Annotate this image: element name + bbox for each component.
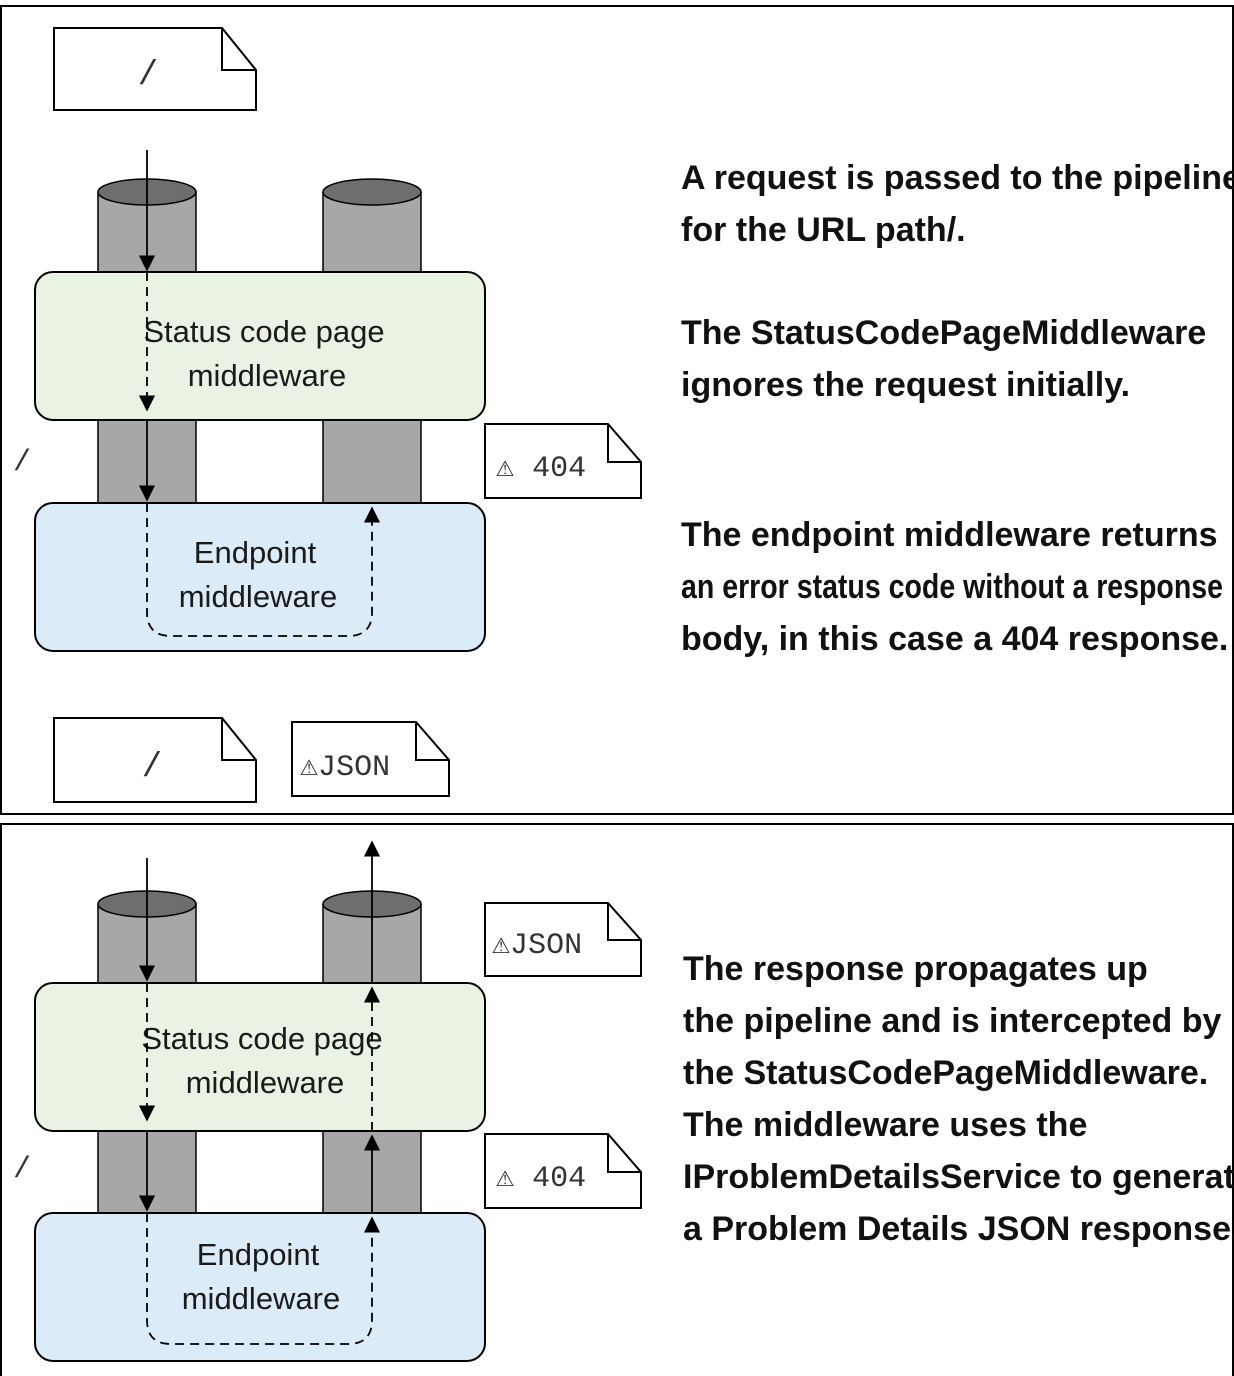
desc-p2-line-1: The response propagates up — [683, 950, 1148, 988]
bottom-request-path: / — [142, 749, 162, 787]
endpoint-middleware-label-line1: Endpoint — [194, 535, 317, 570]
status-middleware-2-label-line1: Status code page — [141, 1021, 382, 1056]
request-document: / — [53, 27, 257, 111]
panel-1-frame — [0, 5, 1234, 815]
bottom-json-document: ⚠JSON — [291, 721, 450, 797]
panel-1-descriptions: A request is passed to the pipeline for … — [681, 159, 1234, 658]
request-flow-arrow — [138, 150, 381, 637]
json-response-document: ⚠JSON — [484, 902, 642, 977]
desc-p2-line-2: the pipeline and is intercepted by — [683, 1002, 1222, 1040]
side-path-label: / — [13, 446, 31, 480]
bottom-request-document: / — [53, 717, 257, 803]
desc-2-line-1: The StatusCodePageMiddleware — [681, 314, 1206, 352]
status-404-label: ⚠ 404 — [496, 452, 586, 486]
desc-3-line-2: an error status code without a response — [681, 568, 1223, 606]
side-path-label-2: / — [13, 1153, 31, 1187]
desc-3-line-3: body, in this case a 404 response. — [681, 620, 1228, 658]
desc-p2-line-4: The middleware uses the — [683, 1106, 1087, 1144]
desc-3-line-1: The endpoint middleware returns — [681, 516, 1218, 554]
endpoint-middleware-box — [34, 502, 486, 652]
desc-p2-line-5: IProblemDetailsService to generate — [683, 1158, 1234, 1196]
status-middleware-2-label-line2: middleware — [186, 1065, 345, 1100]
status-404-document: ⚠ 404 — [484, 423, 642, 499]
desc-p2-line-6: a Problem Details JSON response. — [683, 1210, 1234, 1248]
endpoint-middleware-2-label-line1: Endpoint — [197, 1237, 320, 1272]
desc-1-line-2: for the URL path/. — [681, 211, 966, 249]
desc-p2-line-3: the StatusCodePageMiddleware. — [683, 1054, 1208, 1092]
response-flow-arrow — [138, 840, 381, 1345]
request-path: / — [138, 57, 158, 95]
desc-2-line-2: ignores the request initially. — [681, 366, 1130, 404]
desc-1-line-1: A request is passed to the pipeline — [681, 159, 1234, 197]
endpoint-middleware-label-line2: middleware — [179, 579, 338, 614]
status-middleware-label-line2: middleware — [188, 358, 347, 393]
panel-2-description: The response propagates up the pipeline … — [683, 950, 1234, 1248]
endpoint-middleware-2-label-line2: middleware — [182, 1281, 341, 1316]
json-response-label: ⚠JSON — [492, 929, 582, 963]
status-middleware-label-line1: Status code page — [143, 314, 384, 349]
bottom-json-label: ⚠JSON — [300, 751, 390, 785]
panel-2-frame — [0, 823, 1234, 1376]
status-code-page-middleware-box-2 — [34, 982, 486, 1132]
status-404-label-2: ⚠ 404 — [496, 1162, 586, 1196]
status-404-document-2: ⚠ 404 — [484, 1133, 642, 1209]
